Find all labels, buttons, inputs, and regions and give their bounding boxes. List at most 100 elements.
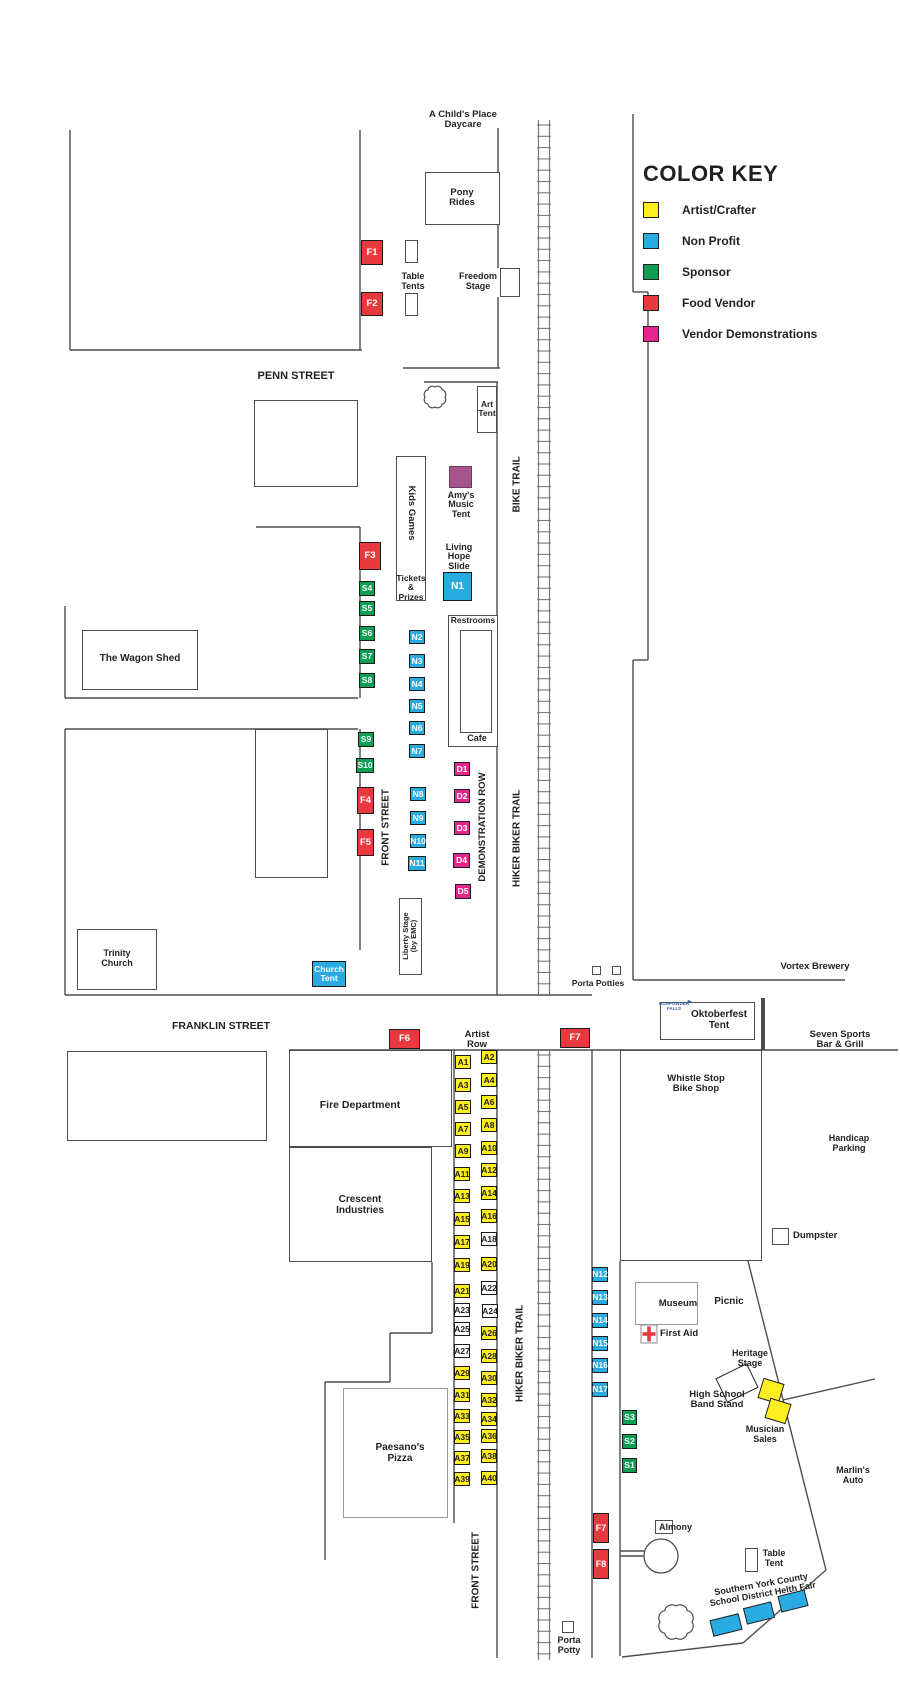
label-high-school-band-stand: High School Band Stand: [689, 1388, 745, 1410]
booth-f7: F7: [593, 1513, 609, 1543]
booth-n13: N13: [592, 1290, 608, 1305]
booth-f8: F8: [593, 1549, 609, 1579]
booth-n7: N7: [409, 744, 425, 758]
label-liberty-stage-by-emc: Liberty Stage (by EMC): [400, 912, 418, 960]
musician-sales-booth: [764, 1397, 792, 1425]
building-oktoberfest-tent: [660, 1002, 755, 1040]
booth-a6: A6: [481, 1095, 497, 1109]
booth-d3: D3: [454, 821, 470, 835]
booth-a13: A13: [454, 1189, 470, 1203]
legend-item-food-vendor: Food Vendor: [643, 295, 817, 311]
label-oktoberfest-tent: Oktoberfest Tent: [690, 1009, 748, 1031]
booth-a35: A35: [454, 1430, 470, 1444]
booth-a30: A30: [481, 1371, 497, 1385]
label-pony-rides: Pony Rides: [449, 186, 475, 208]
booth-n16: N16: [592, 1358, 608, 1373]
building-dumpster: [772, 1228, 789, 1245]
street-line: [782, 1378, 876, 1401]
booth-s9: S9: [358, 732, 374, 747]
building-paesanos-pizza: [343, 1388, 448, 1518]
booth-f6: F6: [389, 1029, 420, 1049]
label-front-street: FRONT STREET: [380, 788, 392, 866]
label-marlin-s-auto: Marlin's Auto: [836, 1465, 870, 1485]
label-hiker-biker-trail: HIKER BIKER TRAIL: [511, 789, 523, 887]
booth-s1: S1: [622, 1458, 637, 1473]
legend-item-sponsor: Sponsor: [643, 264, 817, 280]
booth-a4: A4: [481, 1073, 497, 1087]
school-fair-table: [709, 1613, 743, 1637]
building-front-street-building: [255, 729, 328, 878]
label-almony: Almony: [659, 1522, 693, 1533]
booth-a12: A12: [481, 1163, 497, 1177]
booth-a19: A19: [454, 1258, 470, 1272]
booth-a14: A14: [481, 1186, 497, 1200]
label-dumpster: Dumpster: [793, 1229, 838, 1241]
booth-a1: A1: [455, 1055, 471, 1069]
vendor-demonstrations-swatch-icon: [643, 326, 659, 342]
booth-d5: D5: [455, 884, 471, 899]
booth-n5: N5: [409, 699, 425, 713]
label-museum: Museum: [658, 1297, 698, 1309]
building-pony-rides: [425, 172, 500, 225]
booth-a15: A15: [454, 1212, 470, 1226]
legend-title: COLOR KEY: [643, 161, 779, 186]
label-hiker-biker-trail: HIKER BIKER TRAIL: [514, 1304, 526, 1402]
label-picnic: Picnic: [714, 1295, 744, 1307]
street-line: [621, 1642, 744, 1658]
label-first-aid: First Aid: [660, 1327, 699, 1339]
booth-a10: A10: [481, 1141, 497, 1155]
booth-n9: N9: [410, 811, 426, 825]
label-art-tent: Art Tent: [478, 398, 496, 418]
label-franklin-street: FRANKLIN STREET: [172, 1020, 270, 1033]
booth-n6: N6: [409, 721, 425, 735]
tree-icon: [658, 1604, 694, 1640]
label-amy-s-music-tent: Amy's Music Tent: [447, 489, 475, 519]
artist-crafter-swatch-icon: [643, 202, 659, 218]
building-liberty-stage: [399, 898, 422, 975]
booth-s4: S4: [359, 581, 375, 596]
label-trinity-church: Trinity Church: [101, 948, 133, 968]
booth-a28: A28: [481, 1349, 497, 1363]
booth-f4: F4: [357, 787, 374, 814]
booth-f5: F5: [357, 829, 374, 856]
booth-a11: A11: [454, 1167, 470, 1181]
label-porta-potties: Porta Potties: [571, 978, 625, 989]
booth-a9: A9: [455, 1144, 471, 1158]
label-cafe: Cafe: [467, 733, 487, 744]
booth-a16: A16: [481, 1209, 497, 1223]
booth-a39: A39: [454, 1472, 470, 1486]
almony-tank: [643, 1538, 679, 1574]
booth-n10: N10: [410, 834, 426, 848]
sponsor-swatch-icon: [643, 264, 659, 280]
label-fire-department: Fire Department: [319, 1099, 401, 1112]
booth-n14: N14: [592, 1313, 608, 1328]
building-restrooms-inner: [460, 630, 492, 733]
school-fair-table: [742, 1601, 776, 1625]
label-handicap-parking: Handicap Parking: [828, 1133, 870, 1153]
booth-a37: A37: [454, 1451, 470, 1465]
building-porta-potty-a: [592, 966, 601, 975]
church-tent-booth: Church Tent: [312, 961, 346, 987]
school-fair-table: [777, 1589, 809, 1613]
booth-a22: A22: [481, 1281, 497, 1295]
legend-item-label: Sponsor: [682, 265, 731, 279]
building-kids-games: [396, 456, 426, 601]
food-vendor-swatch-icon: [643, 295, 659, 311]
booth-s2: S2: [622, 1434, 637, 1449]
booth-d2: D2: [454, 789, 470, 803]
label-artist-row: Artist Row: [464, 1028, 490, 1050]
booth-a25: A25: [454, 1322, 470, 1336]
label-musician-sales: Musician Sales: [745, 1424, 785, 1444]
legend-item-label: Vendor Demonstrations: [682, 327, 818, 341]
building-porta-potty-b: [612, 966, 621, 975]
booth-n12: N12: [592, 1267, 608, 1282]
booth-n11: N11: [408, 856, 426, 871]
label-whistle-stop-bike-shop: Whistle Stop Bike Shop: [667, 1072, 725, 1094]
booth-a8: A8: [481, 1118, 497, 1132]
legend-item-label: Non Profit: [682, 234, 740, 248]
booth-f1: F1: [361, 240, 383, 265]
label-tickets-prizes: Tickets & Prizes: [396, 573, 426, 602]
booth-a20: A20: [481, 1257, 497, 1271]
booth-s10: S10: [356, 758, 374, 773]
